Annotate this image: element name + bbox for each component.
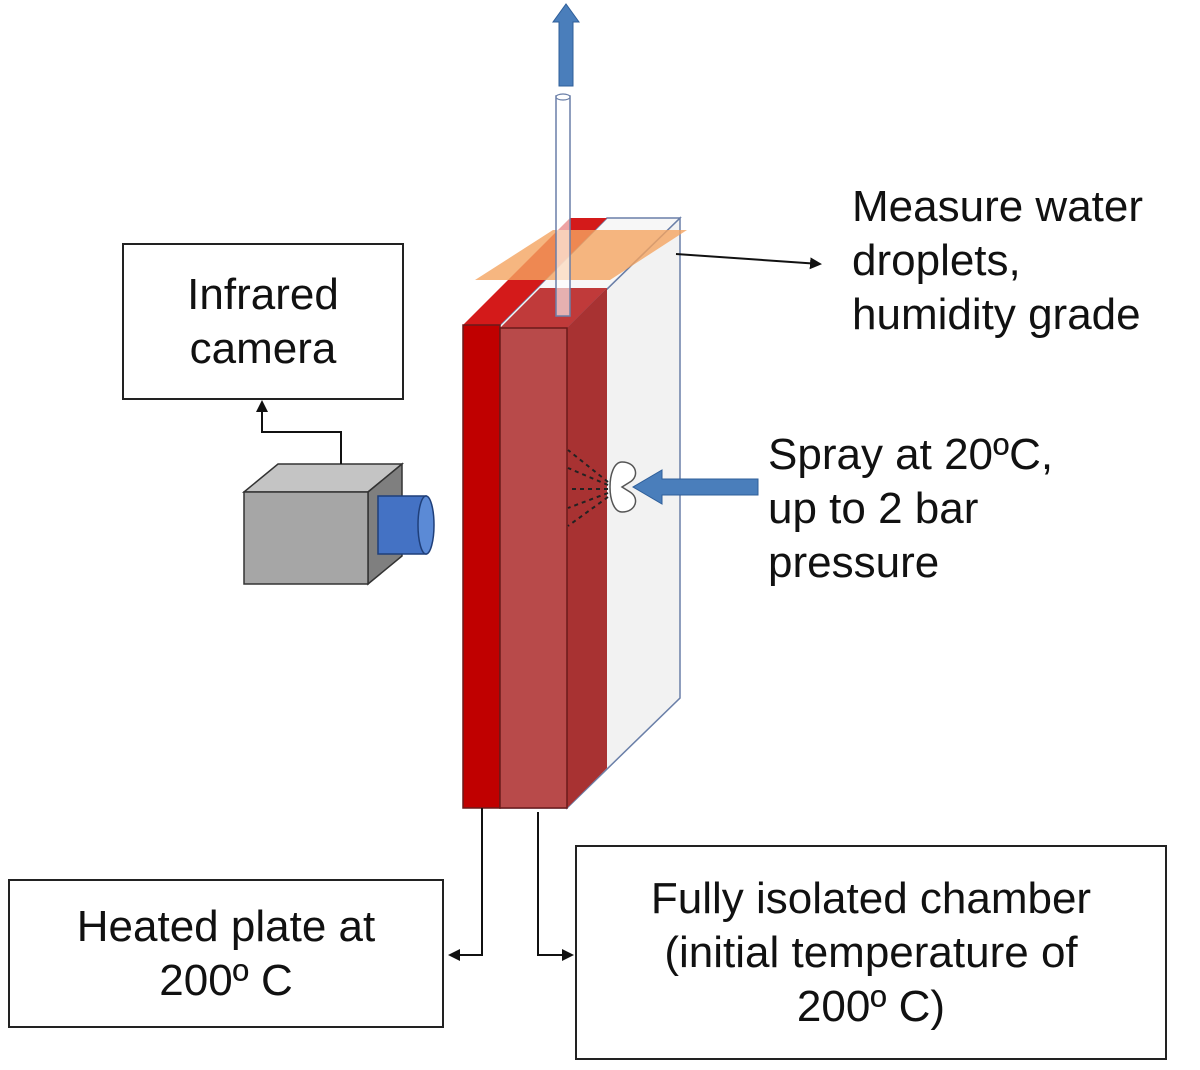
measure-line-3: humidity grade — [852, 290, 1141, 339]
measurement-sheet — [475, 230, 687, 280]
infrared-camera-line-1: Infrared — [187, 269, 339, 319]
isolated-chamber-line-2: (initial temperature of — [664, 927, 1078, 977]
spray-nozzle — [567, 449, 637, 527]
exhaust-tube — [555, 95, 571, 317]
spray-label: Spray at 20ºC, up to 2 bar pressure — [768, 428, 1053, 590]
measure-connector — [675, 253, 822, 270]
measure-label: Measure water droplets, humidity grade — [852, 180, 1143, 342]
spray-line-3: pressure — [768, 538, 940, 587]
spray-line-1: Spray at 20ºC, — [768, 430, 1054, 479]
infrared-camera-line-2: camera — [189, 323, 337, 373]
isolated-chamber-line-1: Fully isolated chamber — [650, 873, 1092, 923]
measure-line-2: droplets, — [852, 236, 1021, 285]
measure-line-1: Measure water — [852, 182, 1144, 231]
chamber-connector — [537, 812, 574, 961]
infrared-camera-box: Infrared camera — [122, 243, 404, 400]
isolated-chamber-line-3: 200º C) — [796, 981, 946, 1031]
camera-icon — [241, 462, 435, 586]
isolated-chamber-box: Fully isolated chamber (initial temperat… — [575, 845, 1167, 1060]
spray-line-2: up to 2 bar — [768, 484, 979, 533]
heated-plate-box: Heated plate at 200º C — [8, 879, 444, 1028]
heated-plate-line-2: 200º C — [159, 955, 293, 1005]
heated-plate-line-1: Heated plate at — [76, 901, 376, 951]
camera-to-box-connector — [256, 400, 342, 464]
specimen-plate — [499, 288, 607, 809]
exhaust-arrow-icon — [552, 3, 580, 87]
heated-plate-connector — [448, 808, 483, 961]
spray-arrow-icon — [632, 469, 759, 505]
